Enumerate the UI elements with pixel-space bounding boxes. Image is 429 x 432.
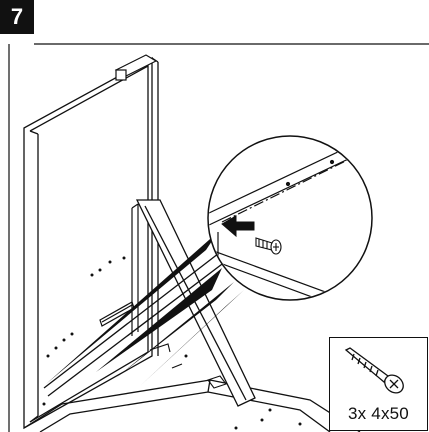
- step-number: 7: [10, 4, 24, 29]
- diagonal-brace: [135, 199, 256, 407]
- callout-wedges: [46, 232, 244, 386]
- detail-circle: [207, 135, 373, 301]
- hardware-quantity-label: 3x 4x50: [348, 404, 409, 423]
- base-holes: [42, 354, 302, 430]
- insert-arrow-icon: [221, 215, 255, 238]
- screw-icon: [344, 347, 404, 394]
- center-post: [131, 203, 139, 336]
- step-number-badge: 7: [0, 0, 34, 34]
- hardware-inset: 3x 4x50: [329, 337, 428, 431]
- detail-screw-icon: [255, 237, 282, 255]
- top-rail: [114, 54, 158, 81]
- panel-holes: [46, 256, 126, 358]
- base-brackets: [149, 343, 227, 389]
